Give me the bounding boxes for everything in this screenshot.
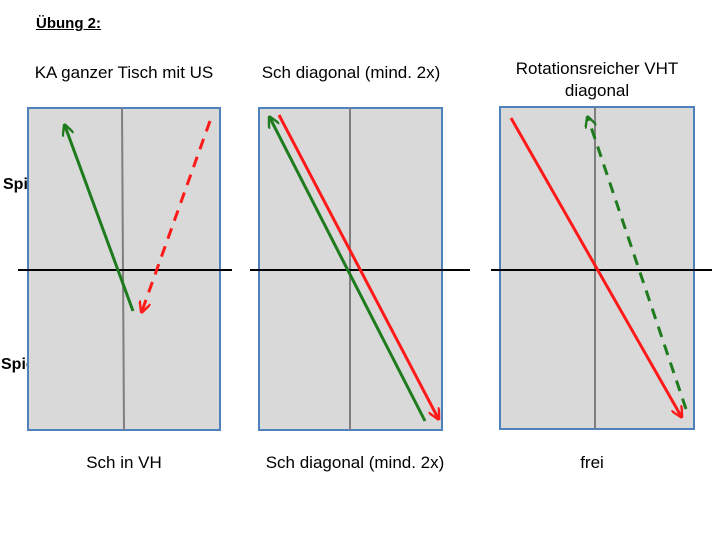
table-2: [250, 107, 470, 431]
table-2-green-arrow: [270, 118, 427, 422]
column-1-caption: Sch in VH: [86, 453, 162, 472]
table-1-red-dashed-arrow: [142, 120, 212, 311]
column-1-title: KA ganzer Tisch mit US: [34, 63, 214, 82]
column-2-caption: Sch diagonal (mind. 2x): [265, 453, 445, 472]
table-3-red-arrow: [509, 117, 681, 416]
exercise-heading: Übung 2:: [36, 15, 101, 32]
column-2-title: Sch diagonal (mind. 2x): [261, 63, 441, 82]
table-1: [18, 107, 232, 431]
table-3-green-dashed-arrow: [588, 118, 688, 410]
column-3-caption: frei: [580, 453, 604, 472]
table-2-red-arrow: [277, 114, 438, 418]
table-1-green-arrow: [65, 126, 135, 312]
table-3: [491, 106, 712, 430]
column-3-title: Rotationsreicher VHT diagonal: [515, 59, 679, 100]
